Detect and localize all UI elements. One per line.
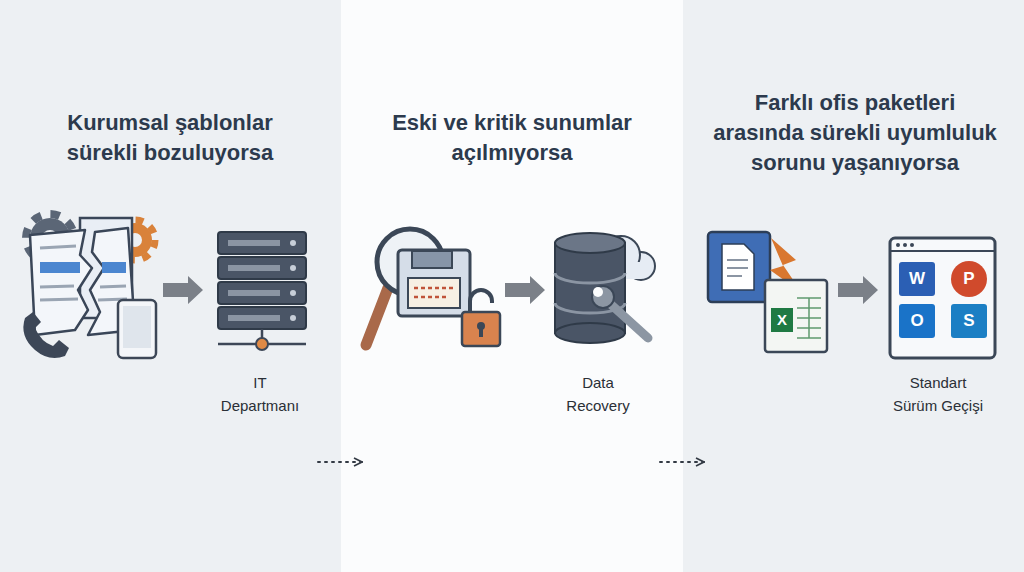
node-caption: IT Departmanı [218,371,302,417]
broken-document-icon-part [40,286,74,287]
database-icon-part [555,243,625,333]
flow-arrow-part [505,276,545,304]
database-icon-part [555,323,625,343]
problem-panel: Farklı ofis paketleri arasında sürekli u… [704,0,1024,572]
document-icon-part [727,259,748,261]
flow-arrow [163,276,203,304]
wrench-icon-part [606,300,648,338]
panel-heading: Farklı ofis paketleri arasında sürekli u… [710,88,1000,178]
icon-letter: W [902,269,932,289]
app-window-icon-part [951,261,987,297]
document-icon-part [708,232,770,302]
phone-icon [23,312,69,358]
flow-arrow [838,276,878,304]
tablet-icon-part [118,300,156,358]
phone-icon-part [23,312,69,358]
solution-node: Standart Sürüm Geçişi [883,225,993,425]
broken-document-icon-part [40,262,80,273]
server-icon-part [218,307,306,329]
app-window-icon-part [910,243,914,247]
flow-arrow-part [838,276,878,304]
icon-letter: P [954,269,984,289]
panel-background-part [0,0,341,572]
server-icon-part [290,315,296,321]
app-window-icon-part [896,243,900,247]
database-icon-part [555,233,625,253]
dotted-arrow [660,461,704,463]
wrench-icon-part [593,287,603,297]
app-window-icon-part [890,250,995,252]
server-icon-part [218,232,306,254]
spreadsheet-icon-part [808,298,810,338]
wrench-icon-part [592,286,614,308]
server-icon-part [228,265,280,271]
spreadsheet-icon-part [765,280,827,352]
database-icon-part [555,273,625,283]
padlock-icon-part [479,327,483,337]
tablet-icon [118,300,156,358]
app-window-icon-part [951,304,987,338]
server-icon-part [290,240,296,246]
server-icon-part [228,290,280,296]
solution-node: IT Departmanı [205,225,315,425]
app-window-icon-part [899,304,935,338]
panel-background-part [683,0,1024,572]
server-icon-part [218,282,306,304]
broken-document-icon-part [30,230,92,335]
icon-letter: X [767,310,797,330]
magnifier-icon-part [366,288,388,345]
app-window-icon-part [903,243,907,247]
dotted-arrow [318,461,362,463]
node-caption: Standart Sürüm Geçişi [890,371,986,417]
padlock-icon-part [462,312,500,346]
document-icon-part [727,267,748,269]
document-icon-part [727,275,742,277]
floppy-disk-icon-part [412,251,452,268]
flow-arrow-part [163,276,203,304]
document-icon-part [722,244,754,290]
floppy-disk-icon [398,250,470,316]
node-caption: Data Recovery [556,371,640,417]
icon-letter: O [902,311,932,331]
floppy-disk-icon-part [408,278,460,308]
server-icon-part [290,265,296,271]
problem-panel: Eski ve kritik sunumlar açılmıyorsaData … [362,0,660,572]
database-icon [555,233,625,343]
padlock-icon [462,290,500,346]
server-icon-part [228,240,280,246]
solution-node: Data Recovery [543,225,653,425]
floppy-disk-icon-part [414,287,454,290]
wrench-icon [592,286,648,338]
tablet-icon-part [123,306,151,348]
server-icon [218,232,306,350]
panel-heading: Kurumsal şablonlar sürekli bozuluyorsa [45,108,295,168]
icon-letter: S [954,311,984,331]
broken-document-icon-part [100,286,126,287]
server-icon-part [228,315,280,321]
server-icon-part [290,290,296,296]
broken-document-icon-part [102,262,126,273]
server-icon-part [218,257,306,279]
document-icon [708,232,770,302]
floppy-disk-icon-part [398,250,470,316]
spreadsheet-icon [765,280,827,352]
server-icon-part [256,338,268,350]
padlock-icon-part [470,290,492,313]
app-window-icon [890,238,995,358]
floppy-disk-icon-part [414,296,446,299]
panel-heading: Eski ve kritik sunumlar açılmıyorsa [367,108,657,168]
broken-document-icon-part [40,246,76,248]
app-window-icon-part [899,262,935,296]
app-window-icon-part [890,238,995,358]
problem-panel: Kurumsal şablonlar sürekli bozuluyorsaIT… [0,0,318,572]
panel-background-part [341,0,683,572]
flow-arrow [505,276,545,304]
broken-document-icon-part [40,299,78,300]
